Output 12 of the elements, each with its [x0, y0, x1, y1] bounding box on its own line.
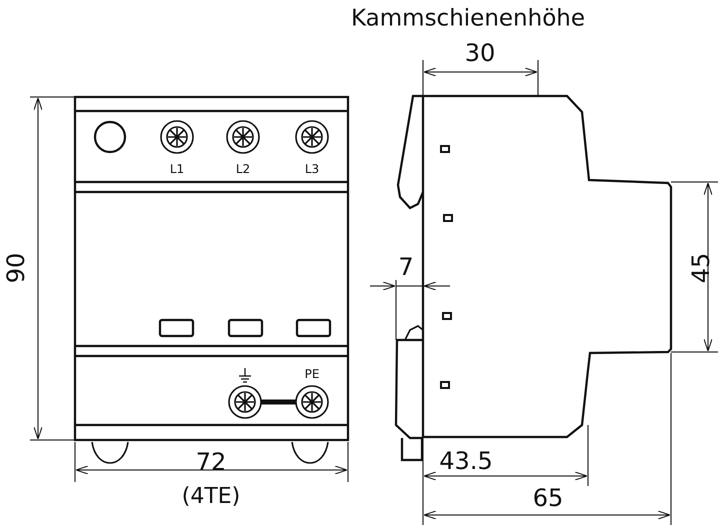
terminal-label: L1	[170, 163, 184, 175]
dimension-label: 7	[398, 255, 414, 279]
dimension-label: 43.5	[439, 449, 493, 473]
dimension-label: 90	[4, 252, 28, 284]
dimension-label: (4TE)	[182, 486, 240, 508]
dimension-label: 30	[464, 41, 496, 65]
terminal-label: PE	[304, 368, 320, 380]
dimension-label: 65	[532, 486, 564, 510]
terminal-label: L3	[304, 163, 320, 175]
heading: Kammschienenhöhe	[351, 8, 585, 30]
dimension-label: 72	[196, 450, 226, 474]
terminal-label: L2	[236, 163, 250, 175]
